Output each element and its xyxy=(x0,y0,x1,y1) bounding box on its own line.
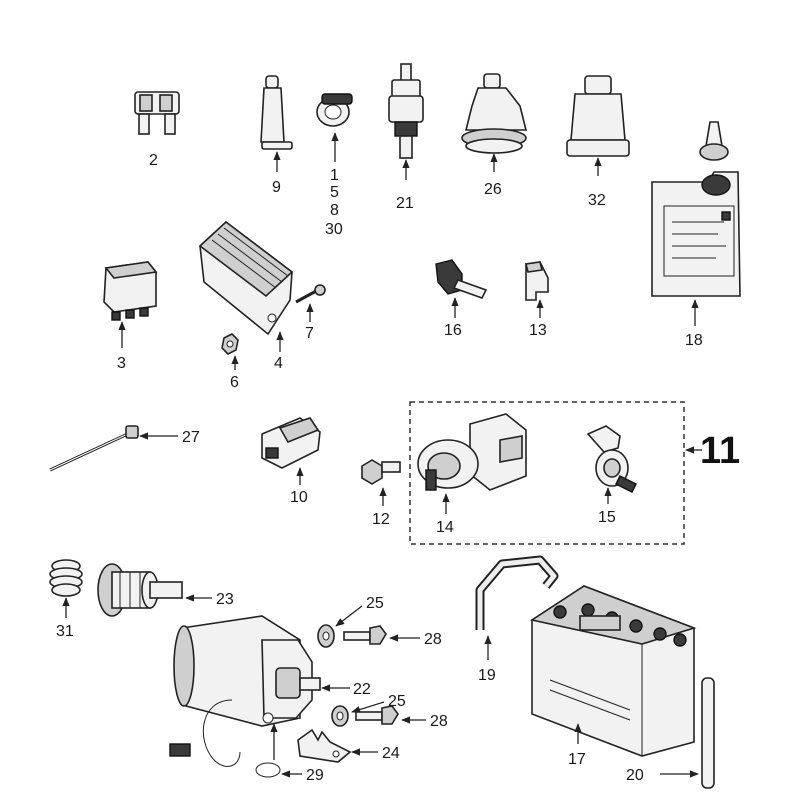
label-30: 30 xyxy=(325,221,343,238)
label-20: 20 xyxy=(626,767,644,784)
connector-part xyxy=(261,417,321,469)
spring-part xyxy=(49,559,83,597)
brake-switch-part xyxy=(388,63,424,159)
starter-motor-part xyxy=(169,615,321,767)
battery-strap-part xyxy=(475,555,559,630)
group-11-box xyxy=(409,401,685,545)
bolt-part xyxy=(361,459,401,485)
label-27: 27 xyxy=(182,429,200,446)
seat-lock-part xyxy=(586,425,637,493)
brush-holder-part xyxy=(297,728,352,763)
label-15: 15 xyxy=(598,509,616,526)
tube-part xyxy=(260,75,293,150)
oil-bottle-part xyxy=(651,121,741,297)
label-2: 2 xyxy=(149,152,158,169)
cable-tie-part xyxy=(49,425,139,472)
label-1: 1 xyxy=(330,167,339,184)
ignition-switch-part xyxy=(417,413,527,491)
label-9: 9 xyxy=(272,179,281,196)
fluid-reservoir-part xyxy=(566,75,630,157)
group-11-label: 11 xyxy=(700,430,740,472)
bolt-lower-part xyxy=(355,705,399,725)
fuse-part xyxy=(134,91,180,135)
label-26: 26 xyxy=(484,181,502,198)
label-14: 14 xyxy=(436,519,454,536)
hose-clamp-part xyxy=(316,93,353,127)
bolt-upper-part xyxy=(343,625,387,645)
breather-tube-part xyxy=(701,677,715,789)
label-28-lower: 28 xyxy=(430,713,448,730)
label-23: 23 xyxy=(216,591,234,608)
bracket-clip-part xyxy=(525,261,549,301)
voltage-regulator-part xyxy=(198,220,294,336)
battery-part xyxy=(529,585,697,757)
nut-hole xyxy=(226,340,234,348)
label-21: 21 xyxy=(396,195,414,212)
label-10: 10 xyxy=(290,489,308,506)
relay-part xyxy=(103,261,158,321)
label-5: 5 xyxy=(330,184,339,201)
starter-drive-part xyxy=(97,563,183,617)
label-7: 7 xyxy=(305,325,314,342)
o-ring-part xyxy=(255,762,281,778)
label-18: 18 xyxy=(685,332,703,349)
label-29: 29 xyxy=(306,767,324,784)
label-25-upper: 25 xyxy=(366,595,384,612)
label-16: 16 xyxy=(444,322,462,339)
label-24: 24 xyxy=(382,745,400,762)
label-19: 19 xyxy=(478,667,496,684)
label-31: 31 xyxy=(56,623,74,640)
label-8: 8 xyxy=(330,202,339,219)
label-12: 12 xyxy=(372,511,390,528)
label-17: 17 xyxy=(568,751,586,768)
label-4: 4 xyxy=(274,355,283,372)
label-28-upper: 28 xyxy=(424,631,442,648)
label-22: 22 xyxy=(353,681,371,698)
ignition-key-part xyxy=(435,259,488,299)
label-3: 3 xyxy=(117,355,126,372)
screw-part xyxy=(295,284,326,304)
rubber-boot-part xyxy=(461,73,528,154)
label-13: 13 xyxy=(529,322,547,339)
label-6: 6 xyxy=(230,374,239,391)
label-32: 32 xyxy=(588,192,606,209)
